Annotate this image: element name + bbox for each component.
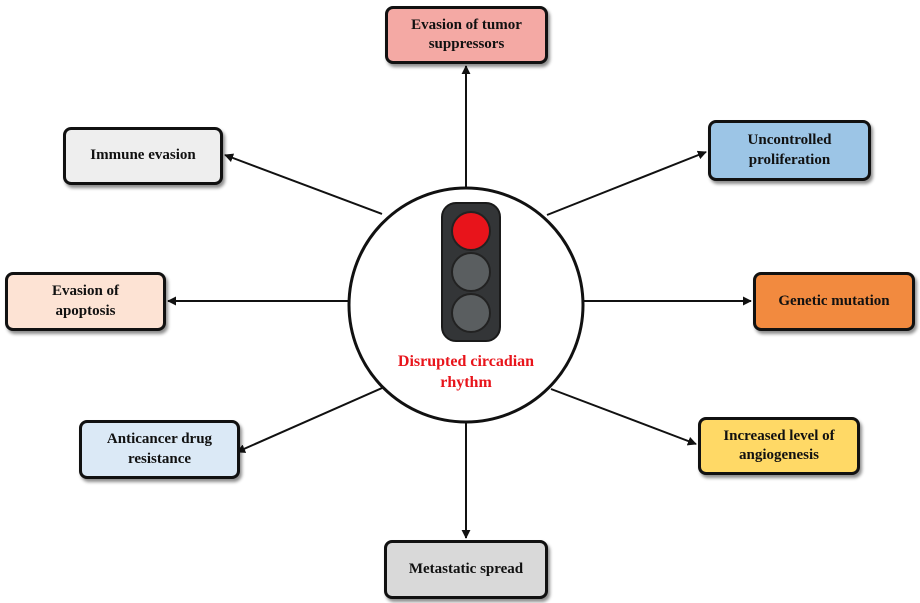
traffic-light-middle-lamp xyxy=(451,252,491,292)
node-uncontrolled-proliferation: Uncontrolled proliferation xyxy=(708,120,871,181)
traffic-light-bottom-lamp xyxy=(451,293,491,333)
node-immune-evasion: Immune evasion xyxy=(63,127,223,185)
edge-to-increased-angiogenesis xyxy=(550,388,697,446)
traffic-light-red-lamp xyxy=(451,211,491,251)
edge-to-anticancer-drug-resistance xyxy=(236,387,383,453)
node-increased-angiogenesis: Increased level of angiogenesis xyxy=(698,417,860,475)
edge-to-uncontrolled-proliferation xyxy=(546,150,707,216)
node-evasion-apoptosis: Evasion of apoptosis xyxy=(5,272,166,331)
center-label: Disrupted circadian rhythm xyxy=(397,353,535,391)
traffic-light-icon xyxy=(441,202,501,342)
node-anticancer-drug-resistance: Anticancer drug resistance xyxy=(79,420,240,479)
edge-to-immune-evasion xyxy=(224,153,383,215)
node-genetic-mutation: Genetic mutation xyxy=(753,272,915,331)
node-evasion-tumor-suppressors: Evasion of tumor suppressors xyxy=(385,6,548,64)
node-metastatic-spread: Metastatic spread xyxy=(384,540,548,599)
